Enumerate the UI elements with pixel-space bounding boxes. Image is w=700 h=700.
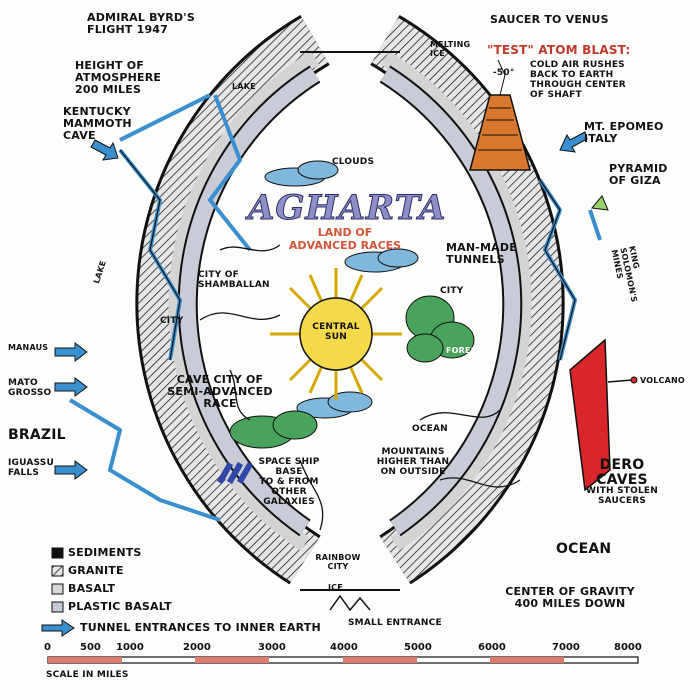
central-sun-label: CENTRAL SUN [312,322,360,342]
pyramid-icon [591,195,609,211]
ocean-inner-label: OCEAN [412,424,448,434]
height-atmosphere-label: HEIGHT OF ATMOSPHERE 200 MILES [75,59,162,96]
scale-tick: 7000 [552,642,580,653]
space-ship-base-icon [216,461,254,485]
mato-grosso-label: MATO GROSSO [8,378,52,398]
small-entrance-mark [329,594,371,612]
entrance-arrows [54,131,588,480]
clouds-label: CLOUDS [332,157,375,167]
dero-caves-text: WITH STOLEN SAUCERS [586,486,658,506]
scale-tick: 1000 [116,642,144,653]
legend-granite: GRANITE [68,564,124,577]
scale-tick: 500 [80,642,101,653]
manaus-label: MANAUS [8,343,49,352]
earth-shell-right [370,15,565,585]
scale-label: SCALE IN MILES [46,670,129,680]
space-ship-base-label: SPACE SHIP BASE TO & FROM OTHER GALAXIES [258,457,320,507]
inner-clouds [264,160,419,419]
mt-epomeo-label: MT. EPOMEO ITALY [584,120,664,145]
rainbow-city-label: RAINBOW CITY [315,553,361,571]
forest-icon [229,295,475,449]
granite-swatch [51,565,64,577]
pyramid-label: PYRAMID OF GIZA [609,162,668,187]
city-right-label: CITY [440,286,464,296]
volcano-icon [630,376,638,384]
cave-city-label: CAVE CITY OF SEMI-ADVANCED RACE [167,373,273,410]
ice-label: ICE [328,583,343,592]
scale-tick: 0 [44,642,51,653]
brazil-label: BRAZIL [8,427,66,443]
central-sun-icon [270,268,402,400]
atom-blast-title: "TEST" ATOM BLAST: [487,43,631,57]
tunnel-arrow-icon [41,619,75,637]
man-made-tunnels-label: MAN-MADE TUNNELS [446,241,517,266]
volcano-pointer [607,379,633,383]
melting-ice-label: MELTING ICE [430,40,471,58]
inner-terrain [199,244,521,531]
tunnel-outline [119,149,576,361]
small-entrance-label: SMALL ENTRANCE [348,618,442,628]
scale-tick: 5000 [404,642,432,653]
kentucky-cave-label: KENTUCKY MAMMOTH CAVE [63,105,132,142]
scale-tick: 8000 [614,642,642,653]
iguassu-falls-label: IGUASSU FALLS [8,458,55,478]
ocean-outer-label: OCEAN [556,541,612,557]
basalt-swatch [51,583,64,595]
saucer-to-venus-label: SAUCER TO VENUS [490,13,609,26]
diagram-subtitle: LAND OF ADVANCED RACES [288,226,402,252]
city-shamballan-label: CITY OF SHAMBALLAN [198,270,270,290]
lake-top-label: LAKE [232,82,256,91]
dero-caves-title: DERO CAVES [596,457,648,488]
volcano-label: VOLCANO [640,376,685,385]
city-left-label: CITY [160,316,184,326]
scale-bar [47,656,639,664]
scale-tick: 2000 [183,642,211,653]
atom-blast-cone [469,59,531,171]
mountains-label: MOUNTAINS HIGHER THAN ON OUTSIDE [376,447,450,477]
plastic-basalt-swatch [51,601,64,613]
legend-tunnel-entrances: TUNNEL ENTRANCES TO INNER EARTH [80,621,321,634]
minus-fifty-label: -50° [493,68,515,78]
legend-sediments: SEDIMENTS [68,546,142,559]
scale-tick: 3000 [258,642,286,653]
earth-shell-left [135,15,330,585]
atom-blast-text: COLD AIR RUSHES BACK TO EARTH THROUGH CE… [530,60,626,100]
center-of-gravity-label: CENTER OF GRAVITY 400 MILES DOWN [505,585,635,610]
forest-label: FOREST [446,346,483,355]
diagram-title: AGHARTA [248,188,447,229]
sediments-swatch [51,547,64,559]
scale-tick: 6000 [478,642,506,653]
dero-caves-shape [569,338,611,492]
legend-basalt: BASALT [68,582,116,595]
legend-plastic-basalt: PLASTIC BASALT [68,600,172,613]
admiral-byrd-label: ADMIRAL BYRD'S FLIGHT 1947 [87,11,195,36]
scale-tick: 4000 [330,642,358,653]
